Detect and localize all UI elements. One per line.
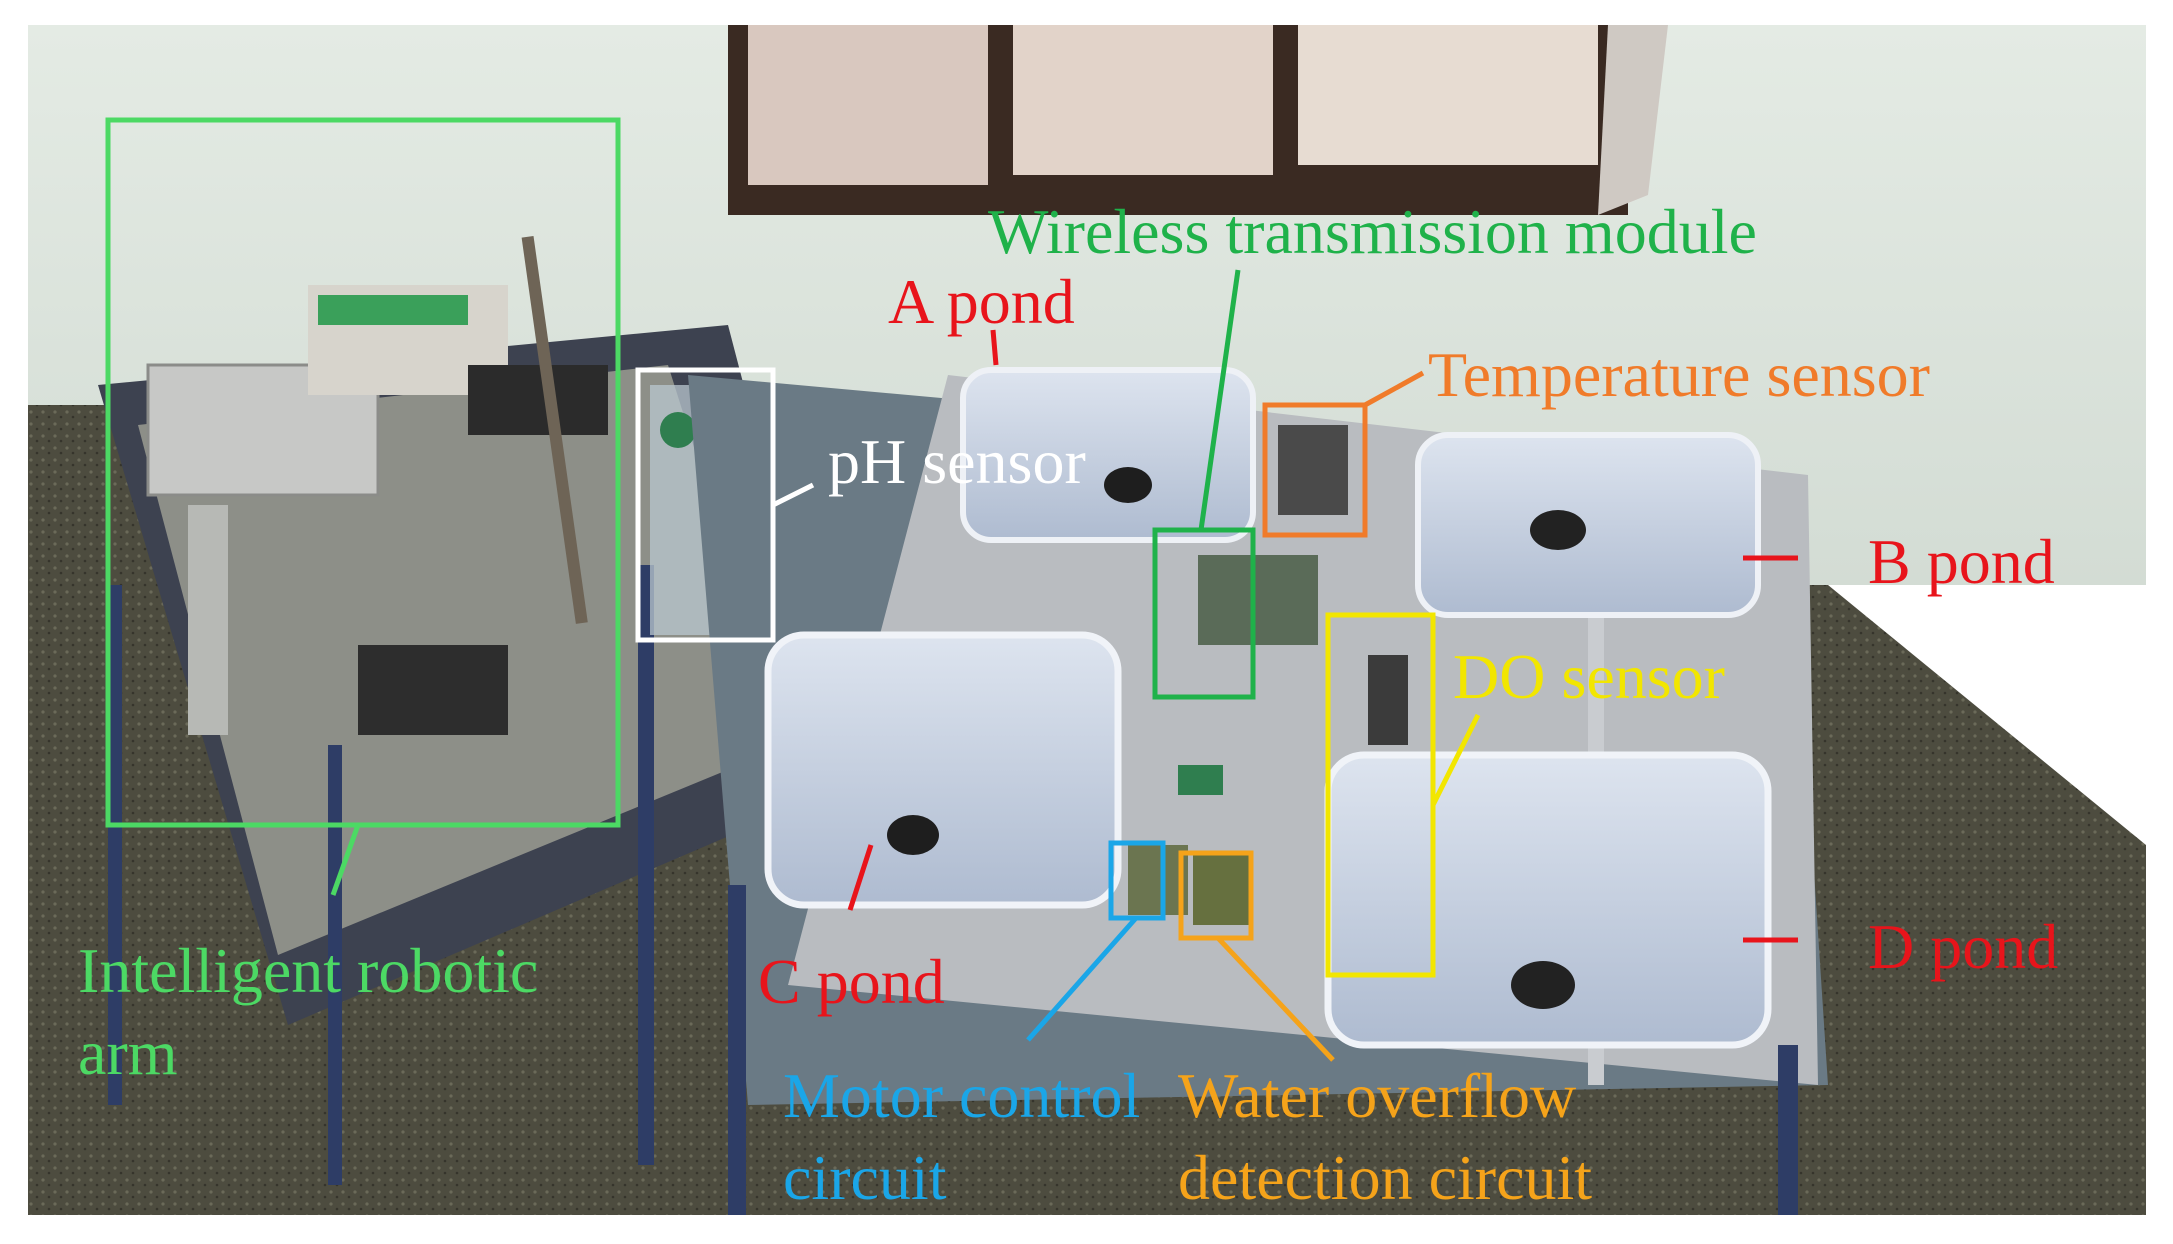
ph-sensor-label: pH sensor [828, 426, 1086, 497]
overflow-label-line2: detection circuit [1178, 1141, 1593, 1213]
temperature-box [1262, 402, 1368, 538]
robotic-arm-label-line1: Intelligent robotic [78, 935, 539, 1006]
do-sensor-box [1325, 612, 1436, 978]
ph-sensor-leader [771, 482, 815, 508]
wireless-label: Wireless transmission module [988, 196, 1757, 267]
do-sensor-label: DO sensor [1453, 641, 1725, 712]
overflow-leader [1216, 936, 1335, 1062]
a-pond-leader [990, 329, 999, 366]
b-pond-label: B pond [1868, 526, 2055, 597]
robotic-arm-label-line2: arm [78, 1016, 178, 1088]
a-pond-label: A pond [888, 266, 1075, 337]
overflow-box [1178, 850, 1254, 941]
annotation-layer [105, 117, 1798, 1062]
d-pond-label: D pond [1868, 911, 2059, 982]
c-pond-leader [847, 844, 874, 911]
motor-control-label-line2: circuit [783, 1141, 947, 1213]
scene-photo [28, 25, 2146, 1215]
motor-control-label-line1: Motor control [783, 1060, 1141, 1131]
robotic-arm-leader [330, 824, 361, 896]
c-pond-label: C pond [758, 946, 945, 1017]
motor-control-label: Motor control circuit [783, 1055, 1140, 1215]
robotic-arm-box [105, 117, 621, 828]
photo: Wireless transmission module A pond Temp… [28, 25, 2146, 1215]
temperature-label: Temperature sensor [1428, 339, 1930, 410]
motor-control-box [1108, 840, 1166, 921]
do-sensor-leader [1430, 713, 1481, 807]
motor-control-leader [1026, 916, 1138, 1042]
robotic-arm-label: Intelligent robotic arm [78, 930, 538, 1094]
temperature-leader [1363, 370, 1425, 408]
ph-sensor-box [635, 367, 776, 643]
overflow-label: Water overflow detection circuit [1178, 1055, 1592, 1215]
wireless-leader [1198, 269, 1241, 531]
wireless-box [1152, 527, 1256, 700]
overflow-label-line1: Water overflow [1178, 1060, 1577, 1131]
